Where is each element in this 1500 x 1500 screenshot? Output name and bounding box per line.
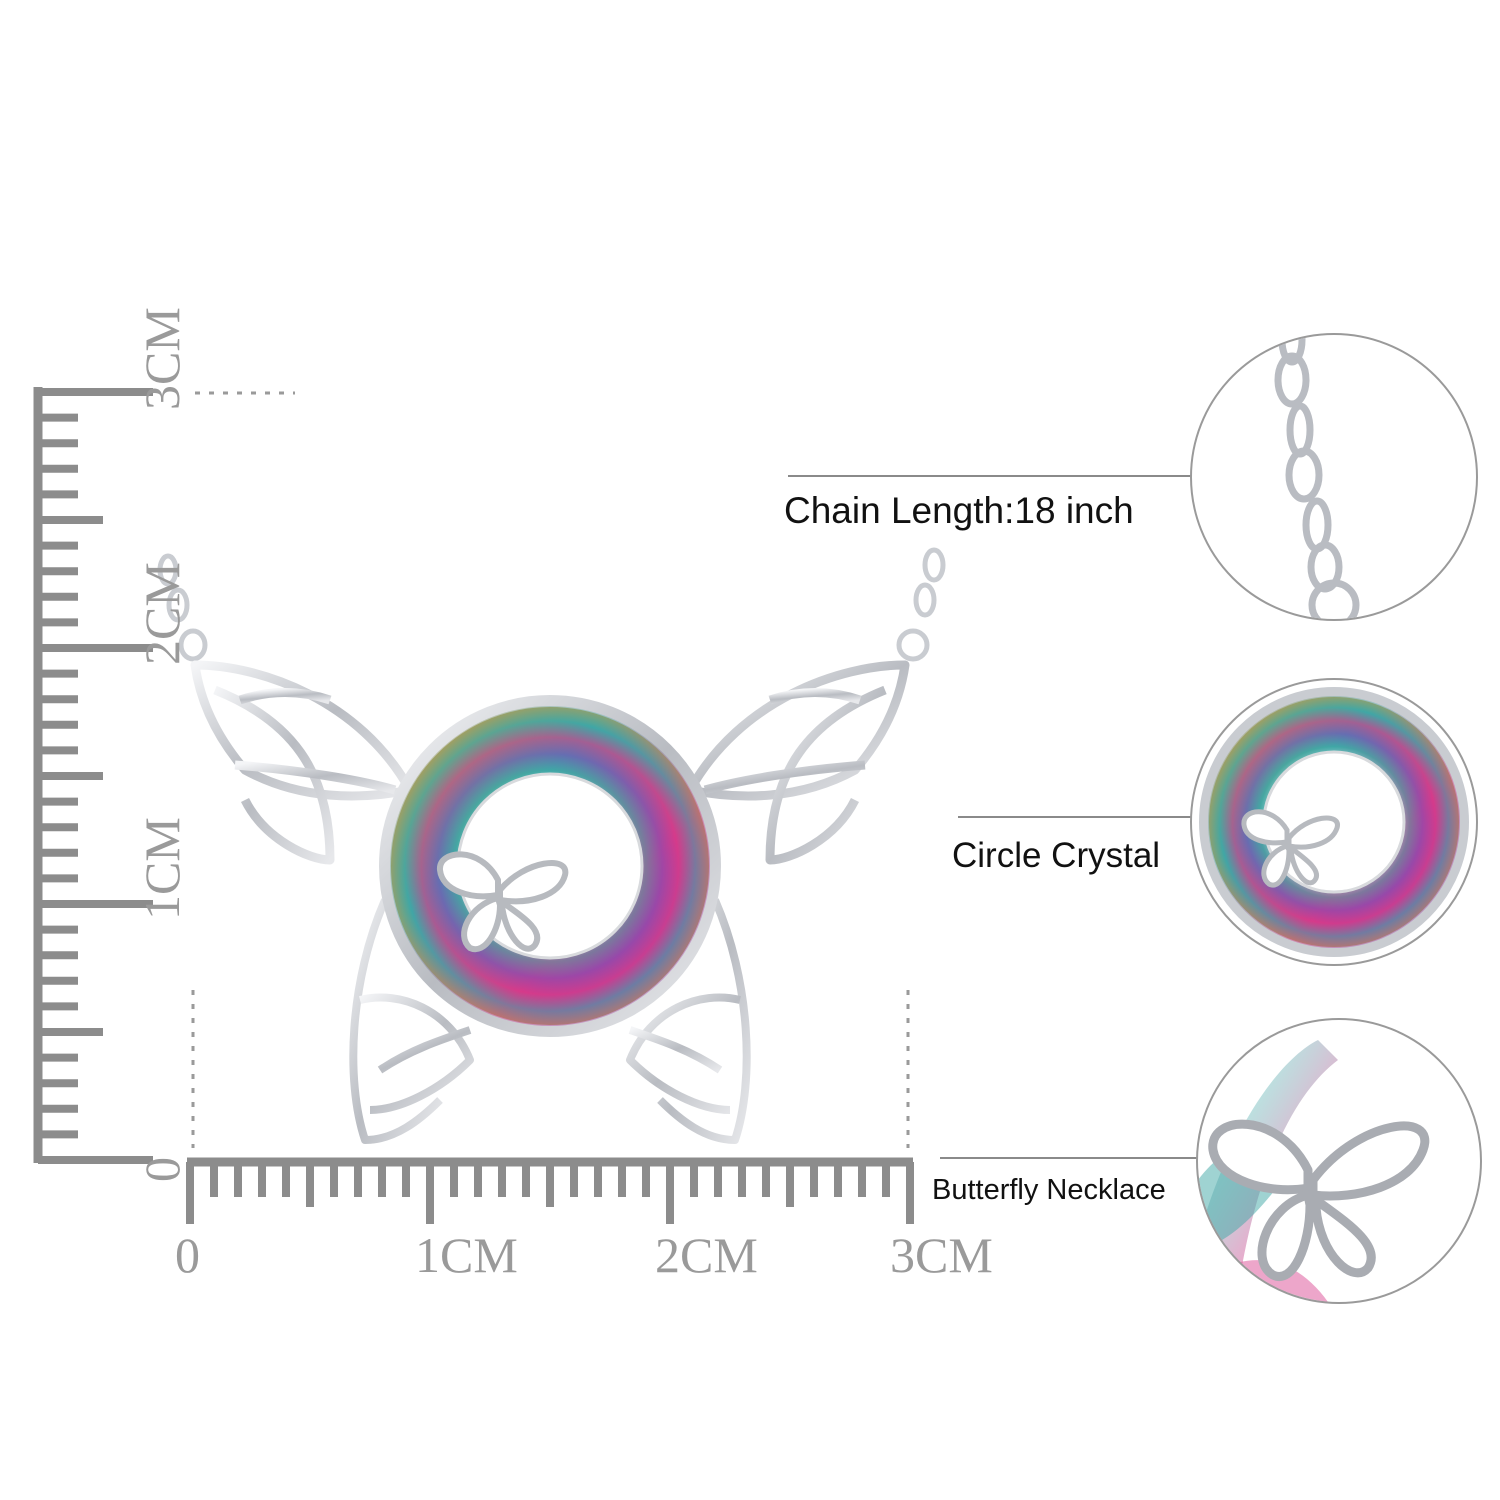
celtic-wing-upper-left	[190, 660, 415, 865]
small-butterfly-charm	[437, 851, 569, 953]
circle-crystal-label: Circle Crystal	[952, 836, 1161, 875]
v-ruler-label-1cm: 1CM	[134, 817, 190, 920]
celtic-wing-lower-left	[349, 898, 474, 1144]
h-ruler-label-0: 0	[175, 1227, 200, 1283]
vertical-ruler	[33, 387, 153, 1164]
chain-links-image	[1274, 335, 1360, 619]
h-ruler-label-1cm: 1CM	[415, 1227, 518, 1283]
butterfly-detail-circle	[1196, 1018, 1482, 1304]
v-ruler-label-0: 0	[134, 1157, 190, 1182]
v-ruler-label-2cm: 2CM	[134, 562, 190, 665]
necklace-pendant	[157, 547, 946, 1144]
celtic-wing-lower-right	[626, 898, 751, 1144]
crystal-closeup-image	[1199, 687, 1469, 957]
v-ruler-label-3cm: 3CM	[134, 307, 190, 410]
h-ruler-label-3cm: 3CM	[890, 1227, 993, 1283]
chain-length-label: Chain Length:18 inch	[784, 490, 1134, 531]
horizontal-ruler	[186, 1157, 914, 1224]
chain-right	[896, 547, 946, 662]
chain-left	[157, 553, 208, 662]
celtic-wing-upper-right	[685, 660, 910, 865]
chain-detail-circle	[1190, 333, 1478, 621]
butterfly-necklace-label: Butterfly Necklace	[932, 1174, 1166, 1206]
butterfly-closeup-image	[1198, 1040, 1430, 1302]
crystal-detail-circle	[1190, 678, 1478, 966]
h-ruler-label-2cm: 2CM	[655, 1227, 758, 1283]
